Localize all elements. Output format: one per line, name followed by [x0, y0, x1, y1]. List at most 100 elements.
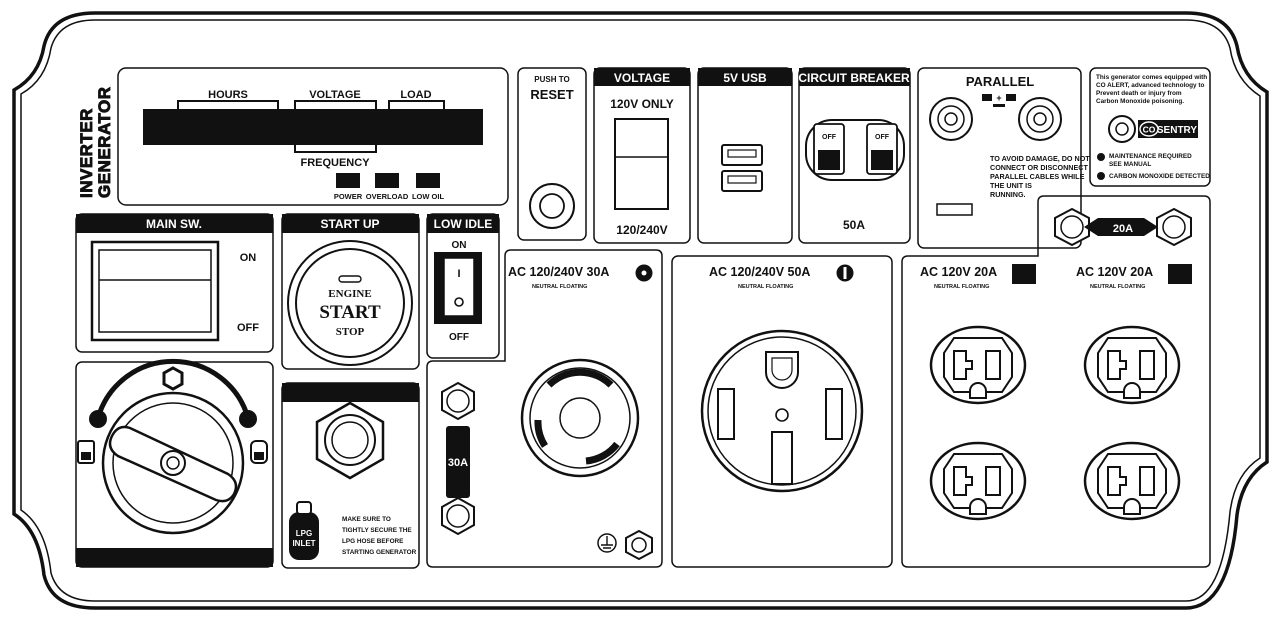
usb-title: 5V USB [723, 71, 767, 85]
duplex-left-slot [1107, 350, 1127, 380]
duplex-left-slot [953, 466, 973, 496]
parallel-panel [917, 67, 1082, 249]
hours-label: HOURS [208, 89, 248, 101]
brand-line2: GENERATOR [95, 86, 114, 198]
maintenance-text-1: MAINTENANCE REQUIRED [1109, 153, 1192, 160]
start-stop: STOP [336, 326, 365, 338]
voltage-top-label: 120V ONLY [610, 97, 674, 111]
usb-header [698, 68, 792, 86]
frequency-label: FREQUENCY [300, 157, 370, 169]
reset-line1: PUSH TO [534, 75, 569, 84]
parallel-terminal-left-core [944, 112, 958, 126]
outlet-50a-neutral: NEUTRAL FLOATING [738, 284, 793, 290]
outlet-20a-b-neutral: NEUTRAL FLOATING [1090, 284, 1145, 290]
outlet-50a-neutral-slot [771, 431, 793, 485]
outlet-20a-panel [901, 195, 1211, 568]
overload-label: OVERLOAD [366, 192, 409, 201]
co-alert-panel [1089, 67, 1211, 187]
lpg-icon-fill [254, 452, 264, 460]
fuel-arc-hex-top [162, 366, 184, 391]
breaker-20a-bar[interactable] [1084, 218, 1158, 236]
breaker-30a-bottom-cap [446, 504, 470, 528]
lpg-text-1: MAKE SURE TO [342, 516, 391, 523]
breaker-header [799, 68, 910, 86]
voltage-title: VOLTAGE [614, 71, 670, 85]
breaker-right-grip [871, 150, 893, 170]
outlet-50a-icon-slot [843, 267, 847, 279]
start-indicator [338, 275, 362, 283]
panel-outline [12, 11, 1269, 610]
parallel-warning-1: TO AVOID DAMAGE, DO NOT [990, 154, 1090, 163]
reset-panel [517, 67, 587, 241]
low-idle-i: I [457, 268, 460, 280]
low-idle-on: ON [452, 240, 467, 251]
lpg-text-2: TIGHTLY SECURE THE [342, 527, 412, 534]
outlet-20a-b-icon [1168, 264, 1192, 284]
lpg-tank-valve [296, 501, 312, 515]
reset-button-inner [539, 193, 565, 219]
outlet-20a-a-label: AC 120V 20A [920, 265, 997, 279]
duplex-ground-hole [1123, 498, 1141, 515]
duplex-left-slot [953, 350, 973, 380]
usb-port-1-slot [727, 149, 757, 158]
lpg-tank-icon [289, 512, 319, 560]
plus-icon: + [996, 93, 1001, 103]
low-idle-header [427, 214, 499, 233]
outlet-20a-a-icon [1012, 264, 1036, 284]
brand-line1: INVERTER [77, 108, 96, 198]
start-engine: ENGINE [328, 288, 371, 300]
outlet-30a-neutral: NEUTRAL FLOATING [532, 284, 587, 290]
outlet-20a-a-neutral: NEUTRAL FLOATING [934, 284, 989, 290]
reset-line2: RESET [530, 87, 573, 102]
twist-lock-icon-dot [641, 270, 647, 276]
lpg-text-3: LPG HOSE BEFORE [342, 538, 404, 545]
co-logo-co: CO [1143, 125, 1156, 135]
duplex-receptacle-2[interactable] [1083, 325, 1181, 405]
parallel-warning-2: CONNECT OR DISCONNECT [990, 163, 1088, 172]
outlet-30a-slots [534, 368, 620, 465]
outlet-50a-right-slot [825, 388, 843, 440]
parallel-indicator [936, 203, 973, 216]
panel-inner-outline [20, 19, 1261, 602]
main-switch-off: OFF [237, 322, 259, 334]
parallel-warning-5: RUNNING. [990, 190, 1026, 199]
co-text-3: Prevent death or injury from [1096, 90, 1182, 97]
usb-port-2-slot [727, 175, 757, 184]
outlet-30a-label: AC 120/240V 30A [508, 265, 609, 279]
breaker-30a-bar[interactable] [446, 426, 470, 498]
breaker-off-left: OFF [822, 134, 837, 141]
duplex-ground-hole [1123, 382, 1141, 399]
breaker-title: CIRCUIT BREAKER [798, 71, 910, 85]
parallel-terminal-right-core [1033, 112, 1047, 126]
outlet-50a-label: AC 120/240V 50A [709, 265, 810, 279]
ground-terminal-core [631, 537, 647, 553]
duplex-left-slot [1107, 466, 1127, 496]
lpg-inlet-header [282, 383, 419, 402]
load-bracket [388, 100, 445, 110]
breaker-off-right: OFF [875, 134, 890, 141]
fuel-arc-dot-right [239, 410, 257, 428]
duplex-receptacle-1[interactable] [929, 325, 1027, 405]
main-switch-header [76, 214, 273, 233]
parallel-warning-3: PARALLEL CABLES WHILE [990, 172, 1085, 181]
parallel-title: PARALLEL [966, 74, 1034, 89]
start-button[interactable] [295, 248, 405, 358]
start-start: START [319, 302, 381, 323]
voltage-switch[interactable] [614, 118, 669, 210]
low-oil-label: LOW OIL [412, 192, 444, 201]
duplex-receptacle-4[interactable] [1083, 441, 1181, 521]
outlet-50a-center-screw [775, 408, 789, 422]
duplex-right-slot [985, 350, 1001, 380]
duplex-receptacle-3[interactable] [929, 441, 1027, 521]
voltage-bottom-label: 120/240V [616, 223, 667, 237]
overload-led [375, 173, 399, 188]
outlet-30a-center [559, 397, 601, 439]
duplex-right-slot [985, 466, 1001, 496]
outlet-30a-panel [426, 249, 663, 568]
co-detected-led [1097, 172, 1105, 180]
power-label: POWER [334, 192, 363, 201]
voltage-label: VOLTAGE [309, 89, 361, 101]
low-idle-o [454, 297, 464, 307]
breaker-30a-top-cap [446, 389, 470, 413]
